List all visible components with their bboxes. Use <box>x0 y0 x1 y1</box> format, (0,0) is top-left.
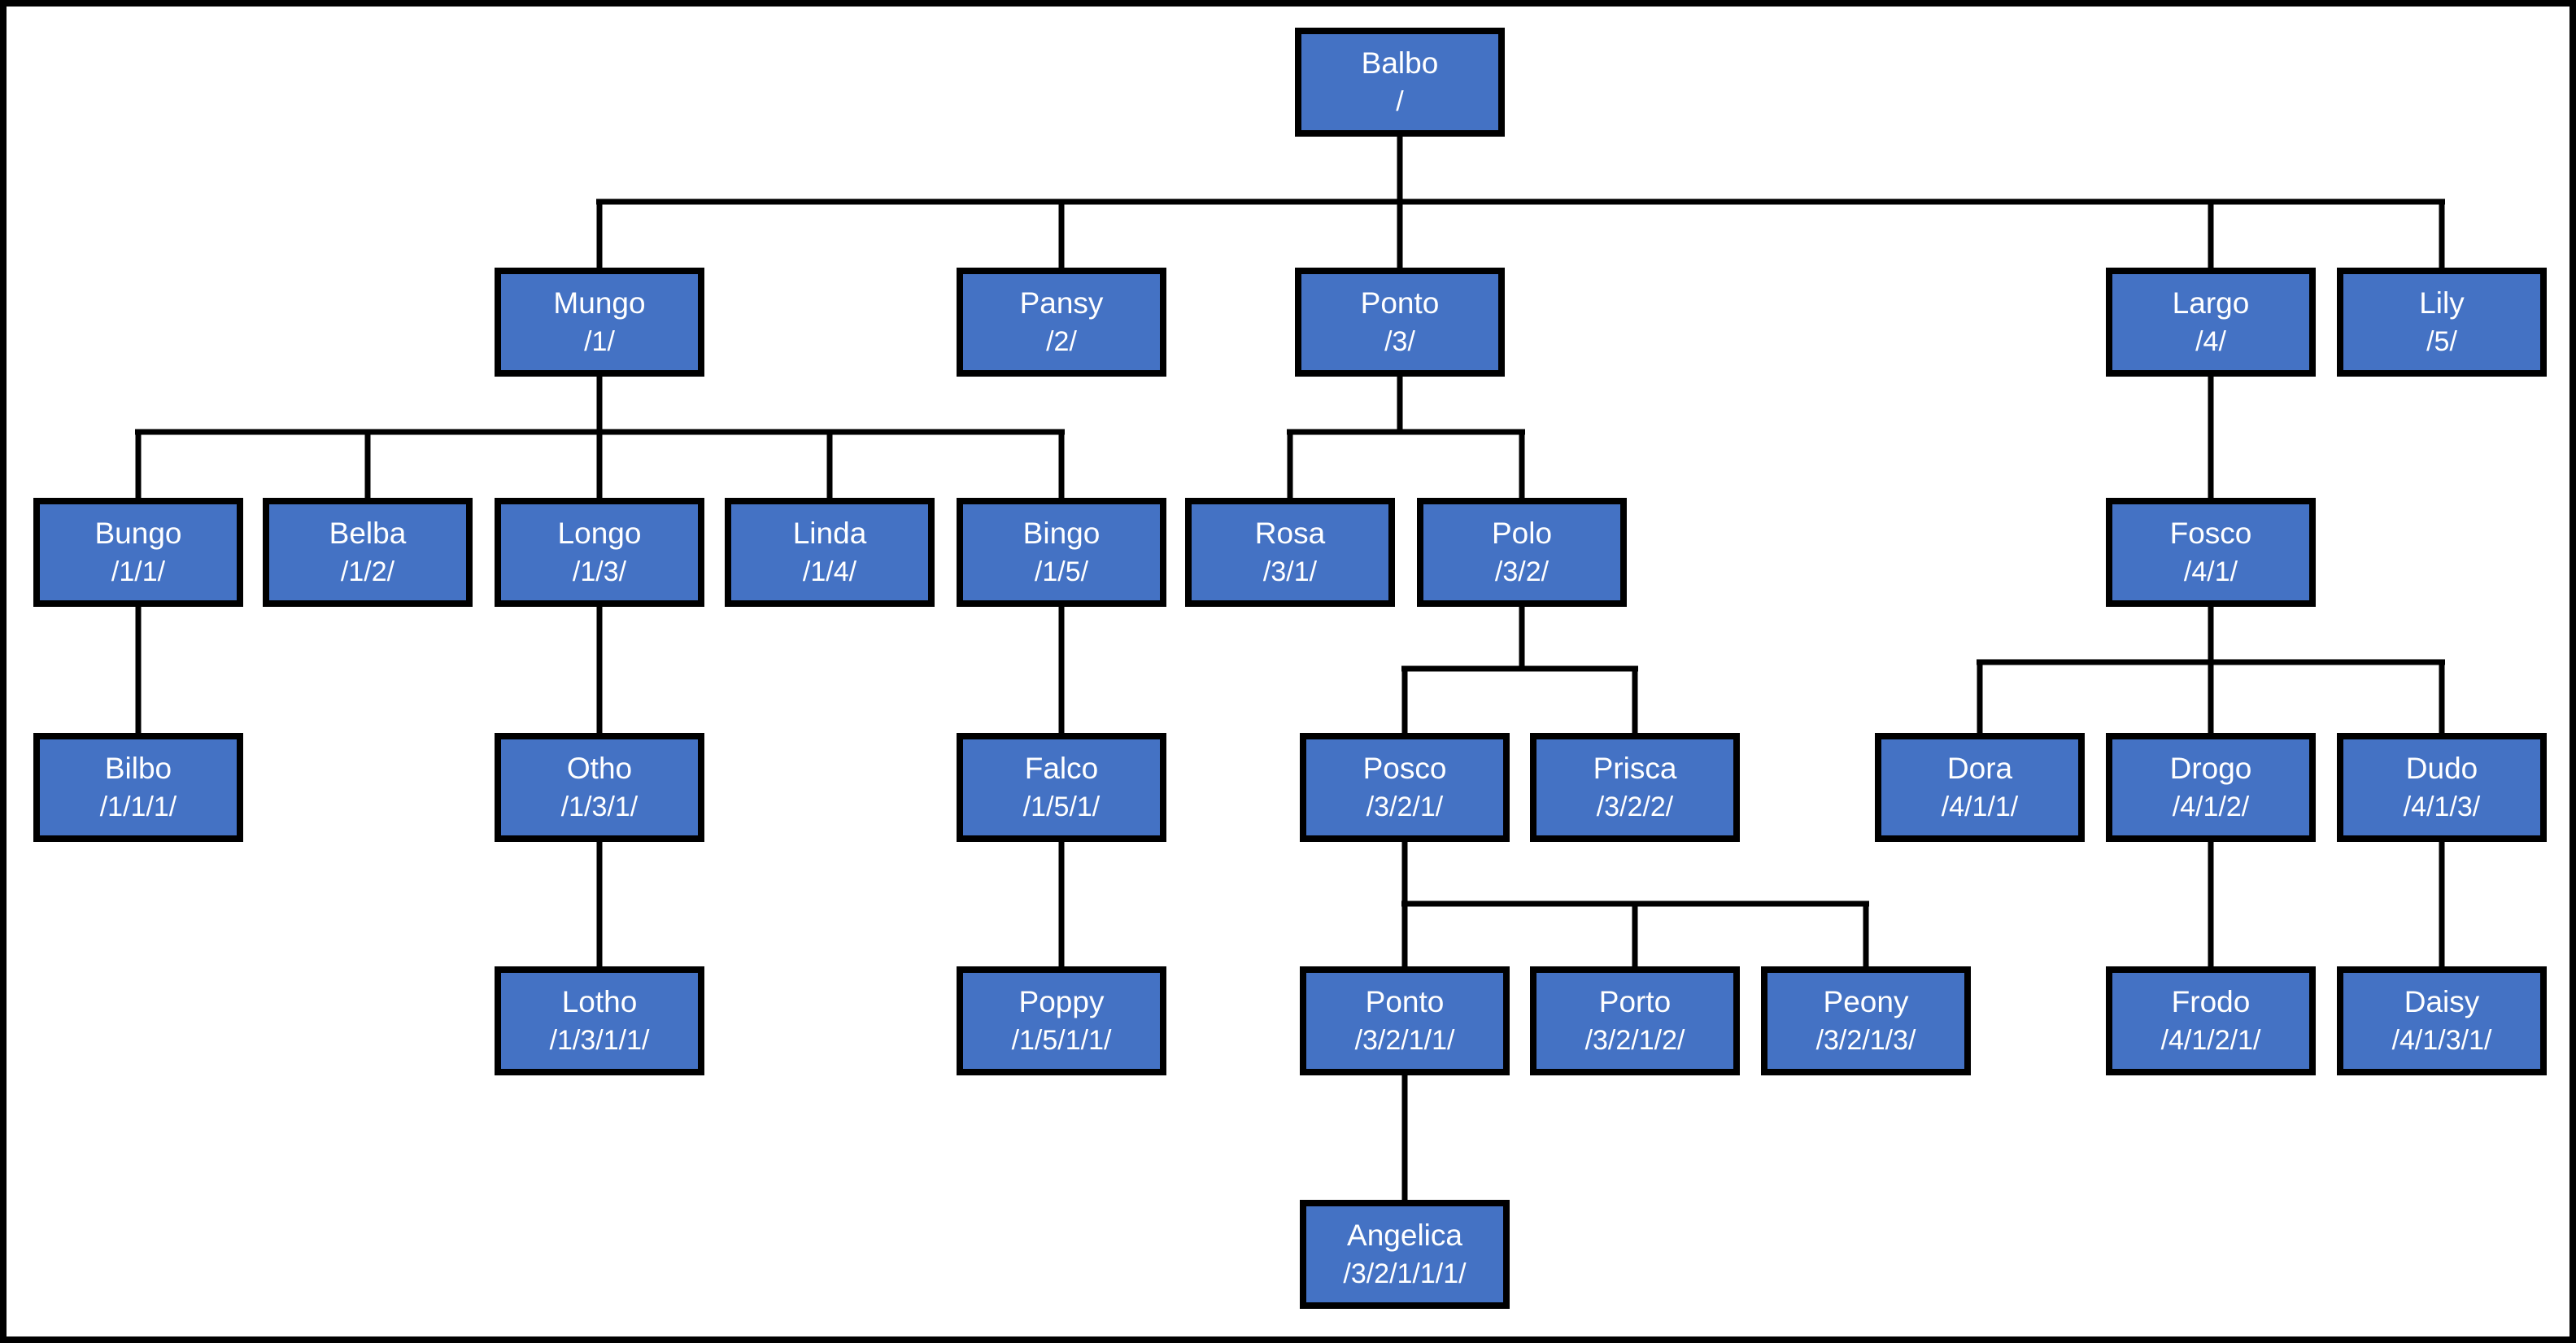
node-path-label: /1/ <box>584 325 615 357</box>
node-path-label: /2/ <box>1046 325 1077 357</box>
tree-node-daisy[interactable]: Daisy/4/1/3/1/ <box>2337 966 2547 1075</box>
node-path-label: /1/3/1/1/ <box>549 1024 650 1056</box>
node-path-label: /3/ <box>1384 325 1415 357</box>
node-path-label: /1/4/ <box>802 556 857 587</box>
node-path-label: /3/2/ <box>1494 556 1550 587</box>
node-path-label: /3/2/1/ <box>1366 791 1444 822</box>
tree-node-bilbo[interactable]: Bilbo/1/1/1/ <box>33 733 243 842</box>
tree-node-otho[interactable]: Otho/1/3/1/ <box>495 733 704 842</box>
tree-node-polo[interactable]: Polo/3/2/ <box>1417 498 1627 607</box>
node-path-label: /3/2/1/1/ <box>1354 1024 1455 1056</box>
tree-node-balbo[interactable]: Balbo / <box>1295 28 1505 137</box>
node-path-label: / <box>1396 85 1404 117</box>
tree-node-ponto[interactable]: Ponto/3/ <box>1295 268 1505 377</box>
tree-node-bingo[interactable]: Bingo/1/5/ <box>957 498 1166 607</box>
node-path-label: /3/2/1/3/ <box>1815 1024 1916 1056</box>
node-path-label: /3/2/1/2/ <box>1584 1024 1685 1056</box>
node-name-label: Ponto <box>1365 984 1445 1018</box>
node-name-label: Bingo <box>1022 516 1101 550</box>
node-name-label: Ponto <box>1360 286 1440 320</box>
node-name-label: Dora <box>1946 751 2013 785</box>
node-path-label: /3/1/ <box>1262 556 1318 587</box>
node-name-label: Prisca <box>1593 751 1677 785</box>
node-name-label: Rosa <box>1254 516 1326 550</box>
tree-node-poppy[interactable]: Poppy/1/5/1/1/ <box>957 966 1166 1075</box>
tree-node-drogo[interactable]: Drogo/4/1/2/ <box>2106 733 2316 842</box>
tree-node-frodo[interactable]: Frodo/4/1/2/1/ <box>2106 966 2316 1075</box>
node-name-label: Peony <box>1823 984 1909 1018</box>
tree-node-peony[interactable]: Peony/3/2/1/3/ <box>1761 966 1971 1075</box>
tree-node-porto[interactable]: Porto/3/2/1/2/ <box>1530 966 1740 1075</box>
node-name-label: Posco <box>1362 751 1447 785</box>
tree-node-angelica[interactable]: Angelica/3/2/1/1/1/ <box>1300 1200 1510 1309</box>
node-path-label: /1/2/ <box>340 556 395 587</box>
tree-node-prisca[interactable]: Prisca/3/2/2/ <box>1530 733 1740 842</box>
node-name-label: Drogo <box>2169 751 2252 785</box>
tree-node-pansy[interactable]: Pansy/2/ <box>957 268 1166 377</box>
tree-node-rosa[interactable]: Rosa/3/1/ <box>1185 498 1395 607</box>
node-path-label: /1/3/ <box>572 556 627 587</box>
node-name-label: Bungo <box>94 516 182 550</box>
node-name-label: Polo <box>1491 516 1553 550</box>
node-path-label: /1/3/1/ <box>560 791 639 822</box>
node-name-label: Daisy <box>2404 984 2480 1018</box>
node-name-label: Balbo <box>1361 46 1439 80</box>
node-path-label: /4/1/2/1/ <box>2160 1024 2261 1056</box>
node-path-label: /4/1/ <box>2183 556 2238 587</box>
node-name-label: Dudo <box>2405 751 2478 785</box>
node-name-label: Largo <box>2172 286 2250 320</box>
tree-node-ponto2[interactable]: Ponto/3/2/1/1/ <box>1300 966 1510 1075</box>
tree-node-longo[interactable]: Longo/1/3/ <box>495 498 704 607</box>
tree-node-lotho[interactable]: Lotho/1/3/1/1/ <box>495 966 704 1075</box>
tree-node-dudo[interactable]: Dudo/4/1/3/ <box>2337 733 2547 842</box>
node-name-label: Otho <box>566 751 633 785</box>
node-name-label: Mungo <box>553 286 646 320</box>
node-path-label: /4/1/3/1/ <box>2391 1024 2492 1056</box>
node-name-label: Lily <box>2419 286 2465 320</box>
node-path-label: /1/5/1/ <box>1022 791 1101 822</box>
node-path-label: /1/1/1/ <box>99 791 177 822</box>
node-name-label: Belba <box>329 516 407 550</box>
node-path-label: /4/1/2/ <box>2172 791 2250 822</box>
node-name-label: Frodo <box>2171 984 2251 1018</box>
node-path-label: /1/5/ <box>1034 556 1089 587</box>
tree-node-posco[interactable]: Posco/3/2/1/ <box>1300 733 1510 842</box>
node-path-label: /4/1/3/ <box>2403 791 2481 822</box>
node-path-label: /3/2/1/1/1/ <box>1343 1258 1467 1289</box>
node-name-label: Longo <box>557 516 642 550</box>
node-path-label: /1/1/ <box>111 556 166 587</box>
node-name-label: Bilbo <box>104 751 172 785</box>
node-name-label: Lotho <box>561 984 638 1018</box>
node-name-label: Pansy <box>1019 286 1104 320</box>
tree-node-largo[interactable]: Largo/4/ <box>2106 268 2316 377</box>
tree-node-linda[interactable]: Linda/1/4/ <box>725 498 935 607</box>
node-name-label: Linda <box>792 516 867 550</box>
tree-node-dora[interactable]: Dora/4/1/1/ <box>1875 733 2085 842</box>
tree-node-belba[interactable]: Belba/1/2/ <box>263 498 473 607</box>
node-path-label: /3/2/2/ <box>1596 791 1674 822</box>
node-path-label: /4/1/1/ <box>1941 791 2019 822</box>
tree-node-fosco[interactable]: Fosco/4/1/ <box>2106 498 2316 607</box>
node-name-label: Falco <box>1024 751 1099 785</box>
node-name-label: Fosco <box>2169 516 2252 550</box>
node-name-label: Porto <box>1598 984 1672 1018</box>
node-path-label: /5/ <box>2426 325 2457 357</box>
node-name-label: Angelica <box>1347 1218 1462 1252</box>
node-name-label: Poppy <box>1018 984 1105 1018</box>
tree-node-mungo[interactable]: Mungo/1/ <box>495 268 704 377</box>
node-path-label: /1/5/1/1/ <box>1011 1024 1112 1056</box>
tree-node-lily[interactable]: Lily/5/ <box>2337 268 2547 377</box>
node-path-label: /4/ <box>2195 325 2226 357</box>
tree-node-bungo[interactable]: Bungo/1/1/ <box>33 498 243 607</box>
tree-node-falco[interactable]: Falco/1/5/1/ <box>957 733 1166 842</box>
